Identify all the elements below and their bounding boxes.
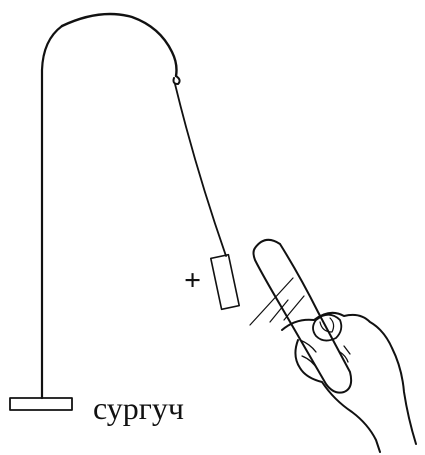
finger-lines: [299, 339, 351, 371]
stick-shading: [249, 277, 305, 326]
hook: [172, 75, 181, 85]
stand-rod: [40, 24, 64, 400]
paper-sleeve: [209, 253, 241, 311]
stand-arch: [60, 12, 178, 78]
sealing-wax-label: сургуч: [93, 390, 184, 426]
hand-lower-outline: [294, 339, 381, 453]
sealing-wax-base: [9, 397, 73, 411]
thumb: [312, 313, 343, 342]
thread: [174, 83, 227, 257]
charge-sign-label: +: [184, 264, 202, 297]
hand-outline: [281, 311, 417, 445]
charged-stick: [252, 238, 353, 394]
thumb-nail: [319, 317, 335, 333]
